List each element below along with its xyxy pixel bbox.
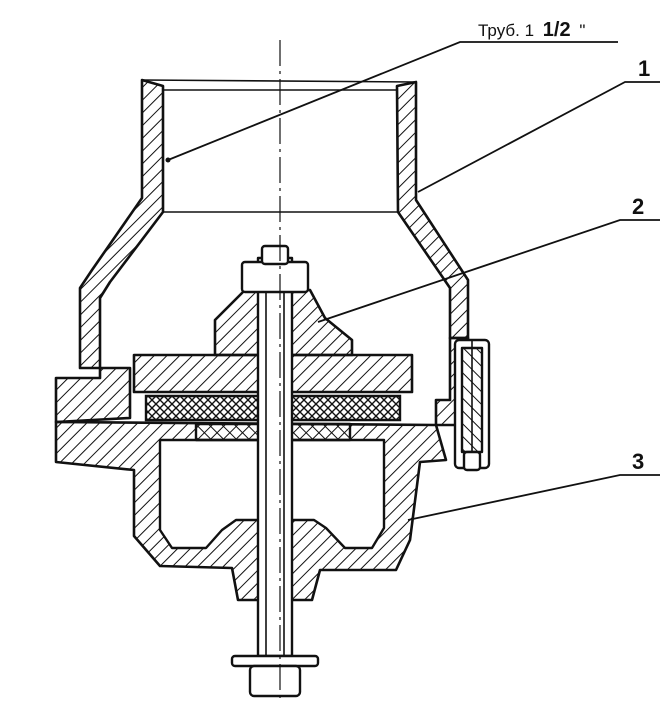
- pipe-wall-right: [395, 80, 470, 340]
- leader-part-1: [417, 81, 660, 193]
- part-3-label: 3: [632, 449, 644, 474]
- pipe-spec-fraction: 1/2: [543, 19, 571, 41]
- top-nut: [240, 260, 310, 294]
- part-2-label: 2: [632, 194, 644, 219]
- pipe-wall-left: [78, 78, 165, 370]
- leader-pipe-spec: [167, 41, 618, 161]
- part-1-label: 1: [638, 56, 650, 81]
- top-thread-tip: [260, 244, 290, 266]
- lower-body-part-3: [54, 420, 448, 602]
- leader-part-2: [317, 219, 660, 323]
- pipe-spec-label: Труб. 1 1/2 ": [478, 19, 585, 41]
- bottom-washer: [230, 654, 320, 668]
- leader-pipe-spec-dot: [165, 157, 171, 163]
- side-bolt-head: [462, 450, 482, 472]
- leader-part-3: [407, 474, 660, 521]
- central-stem: [230, 244, 320, 698]
- pipe-top-edge: [141, 79, 417, 83]
- side-bolt: [453, 338, 491, 472]
- stem-shaft: [256, 256, 294, 658]
- pipe-spec-prefix: Труб. 1: [478, 21, 534, 40]
- flange-left: [54, 366, 132, 424]
- bottom-head: [248, 664, 302, 698]
- pipe-spec-suffix: ": [579, 21, 585, 40]
